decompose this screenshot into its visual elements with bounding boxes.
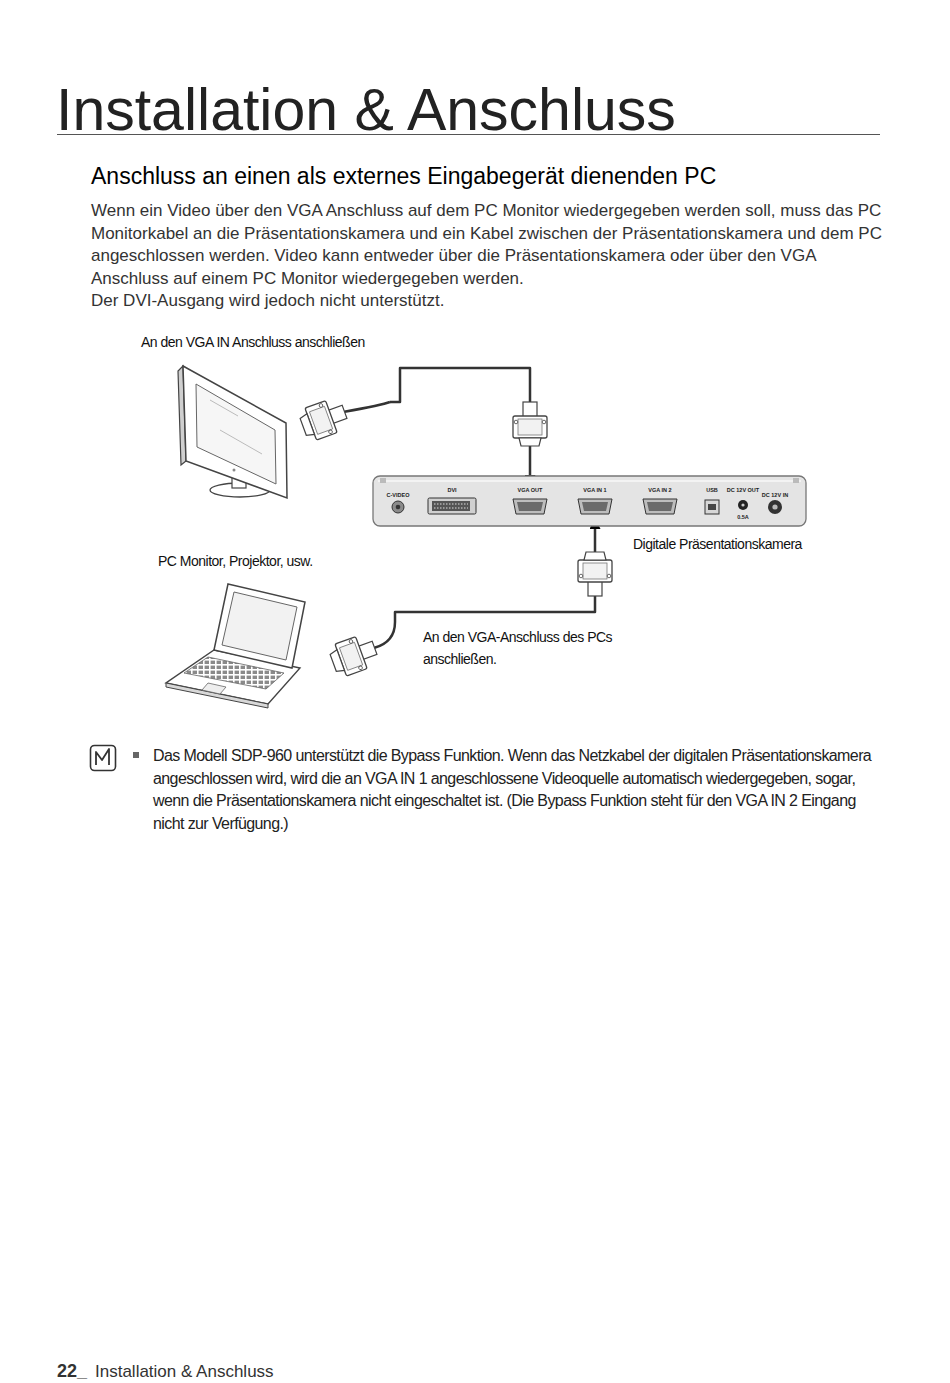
monitor-node: An den VGA IN Anschluss anschließen PC Mo…: [140, 333, 390, 578]
port-label: 0.5A: [737, 514, 749, 521]
screen-glare: [210, 400, 262, 454]
body-paragraph: Wenn ein Video über den VGA Anschluss au…: [91, 200, 883, 290]
callout-label: An den VGA IN Anschluss anschließen: [141, 334, 365, 351]
cvideo-pin: [396, 505, 401, 510]
dvi-socket: [432, 501, 470, 511]
camera-in-plug: [578, 552, 612, 596]
vga-in2-port: [643, 499, 677, 514]
bullet: [133, 752, 139, 758]
laptop-illustration: [166, 584, 305, 708]
callout-label: PC Monitor, Projektor, usw.: [158, 553, 313, 570]
port-label: DC 12V IN: [762, 492, 788, 499]
callout-label: An den VGA-Anschluss des PCs anschließen…: [423, 626, 638, 670]
monitor-plug: [297, 396, 350, 443]
laptop-lid: [214, 584, 305, 668]
vga-in1-port: [578, 499, 612, 514]
vga-socket: [647, 502, 673, 511]
laptop-node: An den VGA-Anschluss des PCs anschließen…: [165, 622, 640, 676]
callout-label: Digitale Präsentationskamera: [633, 536, 802, 553]
port-label: VGA IN 2: [648, 487, 671, 494]
vga-cable: [395, 518, 595, 622]
cable-stub: [345, 402, 391, 412]
laptop-touchpad: [202, 683, 226, 694]
vga-socket: [582, 502, 608, 511]
vga-out-port: [513, 499, 547, 514]
port-node: DC 12V IN: [761, 489, 789, 517]
note-frame: [91, 746, 116, 771]
usb-port: [705, 500, 719, 514]
port-node: VGA IN 2: [638, 486, 682, 518]
port-label: VGA OUT: [518, 487, 543, 494]
monitor-logo: [233, 469, 236, 472]
port-label: USB: [706, 487, 718, 494]
section-heading: Anschluss an einen als externes Eingabeg…: [91, 163, 716, 191]
port-label: VGA IN 1: [583, 487, 606, 494]
dvi-pins: [434, 504, 468, 508]
panel-tab: [380, 478, 386, 483]
camera-out-plug: [513, 402, 547, 446]
laptop-screen: [222, 592, 297, 660]
panel-housing: [373, 476, 806, 526]
note-icon: [91, 746, 116, 771]
port-node: C-VIDEO: [384, 489, 412, 517]
port-label: C-VIDEO: [387, 492, 410, 499]
panel-tab: [793, 478, 799, 483]
port-node: DC 12V OUT 0.5A: [726, 486, 760, 524]
monitor-illustration: [178, 366, 287, 498]
port-node: VGA OUT: [508, 486, 552, 518]
vga-socket: [517, 502, 543, 511]
cvideo-jack: [392, 501, 404, 513]
camera-panel: [373, 476, 806, 526]
monitor-screen: [196, 384, 276, 484]
port-node: DVI: [426, 486, 478, 518]
port-node: VGA IN 1: [573, 486, 617, 518]
body-paragraph: Der DVI-Ausgang wird jedoch nicht unters…: [91, 290, 883, 313]
page-title: Installation & Anschluss: [56, 81, 676, 140]
port-node: USB: [701, 486, 723, 518]
page-number: 22_: [57, 1362, 87, 1380]
usb-socket: [708, 504, 716, 510]
dc-out-pin: [741, 503, 744, 506]
laptop-plug: [327, 632, 380, 679]
dvi-port: [428, 498, 476, 514]
port-label: DVI: [447, 487, 456, 494]
camera-node: Digitale Präsentationskamera C-VIDEO DVI VG…: [372, 474, 808, 555]
footer-title: Installation & Anschluss: [95, 1363, 274, 1380]
panel-rim: [378, 480, 801, 482]
note-mark: [96, 749, 109, 765]
dc-in-pin: [772, 504, 777, 509]
vga-cable: [390, 368, 530, 486]
port-label: DC 12V OUT: [727, 487, 759, 494]
dc-in-jack: [768, 500, 782, 514]
dc-out-jack: [738, 500, 748, 510]
cable-stub: [375, 622, 396, 648]
note-text: Das Modell SDP-960 unterstützt die Bypas…: [153, 745, 883, 836]
monitor-frame: [183, 366, 287, 498]
